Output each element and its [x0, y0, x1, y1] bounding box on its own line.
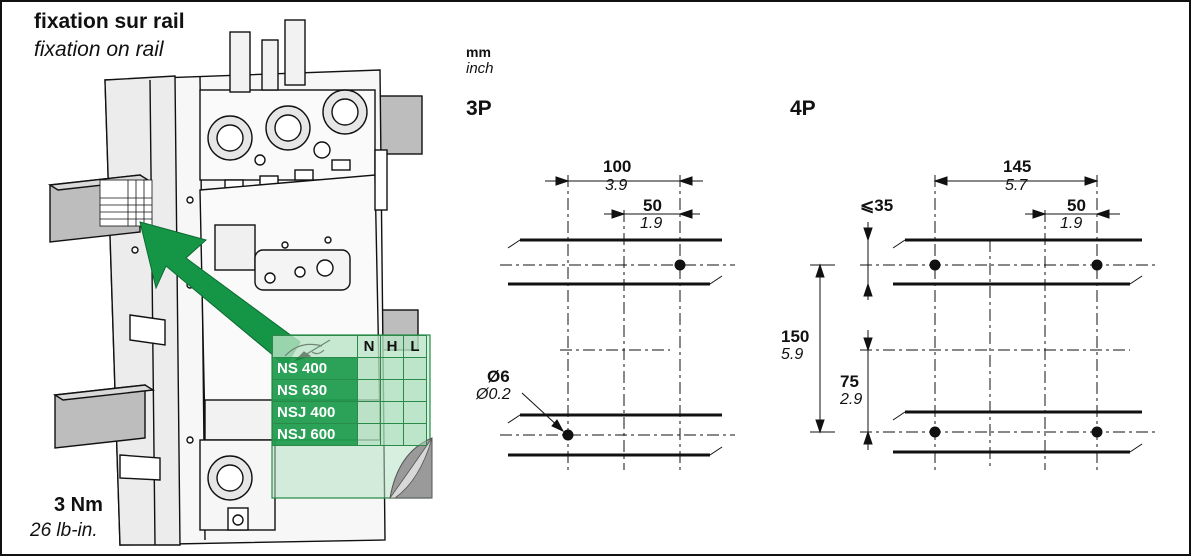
- torque-metric: 3 Nm: [54, 494, 103, 516]
- label-4p: 4P: [790, 97, 816, 120]
- dim-4p-150-inch: 5.9: [781, 346, 804, 363]
- table-row-label: NS 400: [272, 357, 358, 380]
- dim-4p-145: 145: [1003, 157, 1032, 176]
- pen-cell: [272, 335, 358, 358]
- label-3p: 3P: [466, 97, 492, 120]
- table-row: NS 400: [272, 357, 427, 380]
- table-header-n: N: [357, 335, 381, 358]
- table-header-h: H: [380, 335, 404, 358]
- unit-imperial: inch: [466, 60, 494, 77]
- dim-3p-hole: Ø6: [487, 367, 510, 386]
- dim-4p-35: ⩽35: [860, 196, 894, 215]
- title-fr: fixation sur rail: [34, 10, 185, 33]
- table-row-label: NS 630: [272, 379, 358, 402]
- dim-4p-75-inch: 2.9: [840, 391, 863, 408]
- dim-3p-hole-inch: Ø0.2: [476, 386, 511, 403]
- table-row: NSJ 400: [272, 401, 427, 424]
- title-en: fixation on rail: [34, 38, 164, 61]
- torque-imperial: 26 lb-in.: [30, 520, 98, 541]
- drawing-4p: [810, 175, 1155, 470]
- table-header-l: L: [403, 335, 427, 358]
- dim-4p-50-inch: 1.9: [1060, 215, 1083, 232]
- drawing-3p: [500, 175, 735, 470]
- range-label-table: N H L NS 400 NS 630 NSJ 400 NSJ 600: [272, 335, 427, 446]
- table-header-row: N H L: [272, 335, 427, 358]
- dim-3p-50: 50: [643, 196, 662, 215]
- dim-3p-100: 100: [603, 157, 632, 176]
- table-row: NSJ 600: [272, 423, 427, 446]
- table-row-label: NSJ 400: [272, 401, 358, 424]
- unit-metric: mm: [466, 44, 491, 60]
- dim-4p-50: 50: [1067, 196, 1086, 215]
- dim-3p-100-inch: 3.9: [605, 177, 628, 194]
- table-row-label: NSJ 600: [272, 423, 358, 446]
- rail-label-small: [99, 179, 153, 227]
- table-row: NS 630: [272, 379, 427, 402]
- dim-4p-145-inch: 5.7: [1005, 177, 1028, 194]
- dim-3p-50-inch: 1.9: [640, 215, 663, 232]
- dim-4p-150: 150: [781, 327, 810, 346]
- dim-4p-75: 75: [840, 372, 859, 391]
- rail-top-right: [379, 95, 423, 155]
- green-arrow: [139, 221, 301, 367]
